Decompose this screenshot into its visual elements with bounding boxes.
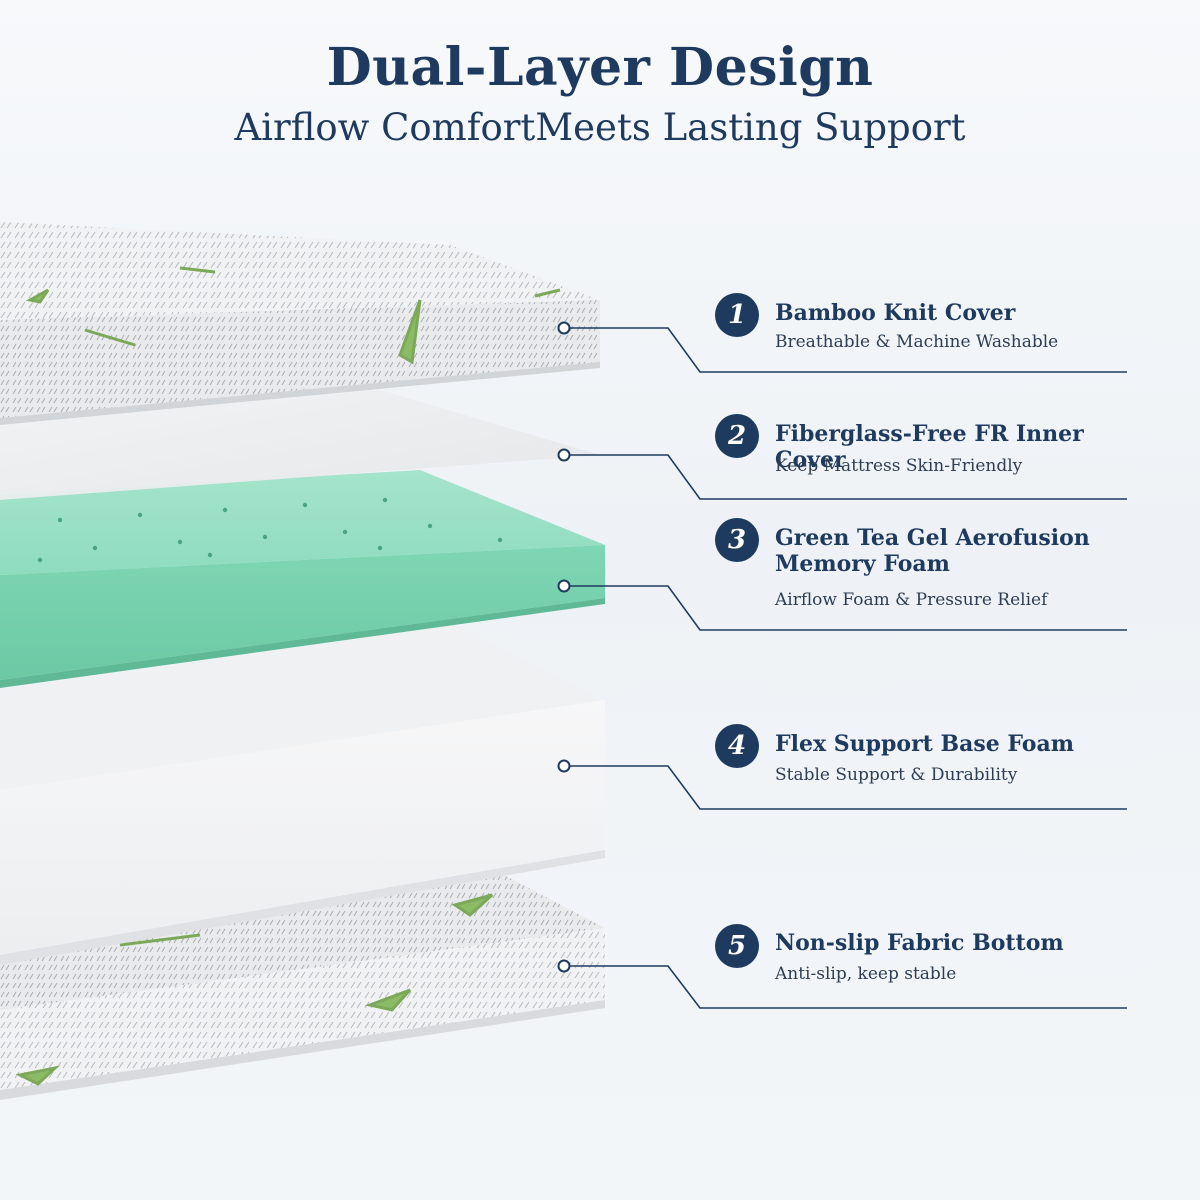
callout-description: Keep Mattress Skin-Friendly <box>775 456 1023 476</box>
page-subtitle: Airflow ComfortMeets Lasting Support <box>234 106 966 149</box>
bamboo-leaf-icon <box>15 893 494 1086</box>
page-title: Dual-Layer Design <box>326 37 874 98</box>
callout-description: Anti-slip, keep stable <box>775 964 957 984</box>
foam-perforation-dots <box>37 497 503 563</box>
callout-description: Breathable & Machine Washable <box>775 332 1059 352</box>
number-badge: 1 <box>715 293 759 337</box>
header: Dual-Layer Design Airflow ComfortMeets L… <box>0 36 1200 154</box>
layer-3-gel-memory-foam <box>0 470 605 688</box>
layer-2-inner-cover <box>0 390 600 500</box>
layer-4-base-foam <box>0 625 605 965</box>
connector-dots <box>557 321 571 973</box>
number-badge: 2 <box>715 414 759 458</box>
number-badge: 3 <box>715 518 759 562</box>
callout-description: Stable Support & Durability <box>775 765 1018 785</box>
number-badge: 4 <box>715 724 759 768</box>
callout-description: Airflow Foam & Pressure Relief <box>775 590 1048 610</box>
number-badge: 5 <box>715 924 759 968</box>
callout-title: Fiberglass-Free FR Inner Cover <box>775 421 1084 473</box>
layer-1-bamboo-cover <box>0 222 600 425</box>
callout-title: Non-slip Fabric Bottom <box>775 930 1064 956</box>
bamboo-leaf-icon <box>25 266 561 365</box>
callout-connectors <box>570 327 1127 1009</box>
callout-title: Flex Support Base Foam <box>775 731 1074 757</box>
callout-title: Bamboo Knit Cover <box>775 300 1016 326</box>
callout-title: Green Tea Gel Aerofusion Memory Foam <box>775 525 1090 577</box>
